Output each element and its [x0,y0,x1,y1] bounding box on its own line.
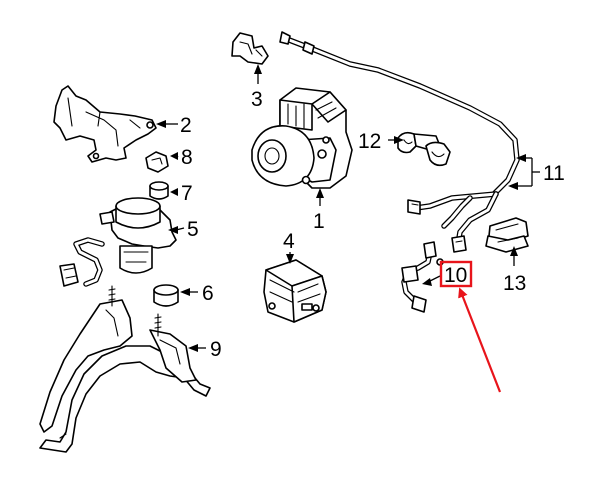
callout-3: 3 [251,88,263,111]
part-3-clip [231,32,269,65]
callout-9: 9 [210,338,222,361]
highlight-part-10 [439,260,502,393]
callout-11: 11 [543,162,565,185]
leader-lines [156,64,540,352]
brake-line [279,31,520,197]
callout-4: 4 [283,230,295,253]
callout-1: 1 [313,210,325,233]
callout-5: 5 [187,218,199,241]
part-13-clip [485,217,529,253]
highlight-arrow [458,287,502,393]
callout-labels: 1 2 3 4 5 6 7 8 9 10 11 12 13 [180,88,565,361]
part-9-bracket [39,285,211,453]
part-7-bushing [149,181,169,200]
part-11-harness [407,191,499,253]
callout-10: 10 [444,264,467,287]
callout-8: 8 [181,146,193,169]
part-4-control-module [263,259,327,323]
part-2-bracket [53,85,157,163]
callout-2: 2 [180,114,192,137]
part-8-nut [145,151,169,173]
part-12-clip [397,131,451,167]
part-5-pump [59,197,177,287]
callout-12: 12 [358,130,381,153]
part-1-abs-unit [251,87,353,189]
callout-13: 13 [503,272,526,295]
highlight-box [439,260,473,288]
callout-6: 6 [202,282,214,305]
callout-7: 7 [181,182,193,205]
part-6-mount [153,284,179,307]
